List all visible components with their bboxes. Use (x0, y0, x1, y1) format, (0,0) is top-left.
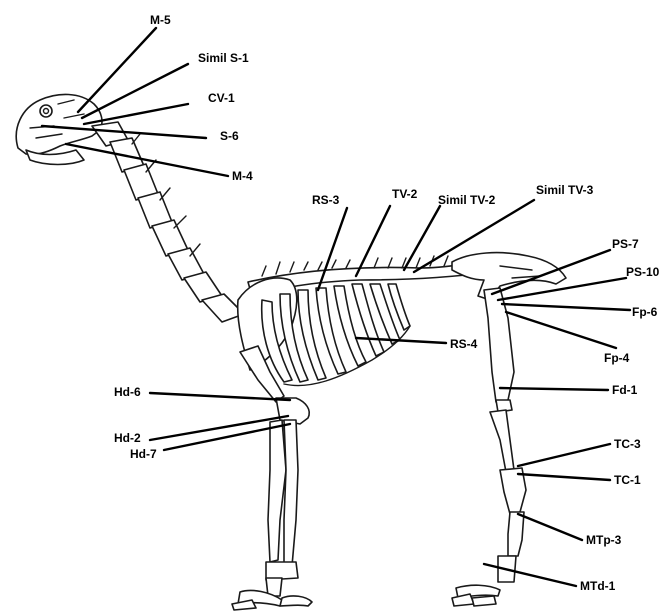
label-fd1: Fd-1 (612, 383, 638, 397)
label-mtd1: MTd-1 (580, 579, 616, 593)
leader-fd1 (500, 388, 608, 390)
leader-fp6 (502, 304, 630, 310)
label-m5: M-5 (150, 13, 171, 27)
label-hd7: Hd-7 (130, 447, 157, 461)
label-cv1: CV-1 (208, 91, 235, 105)
label-ps7: PS-7 (612, 237, 639, 251)
label-hd2: Hd-2 (114, 431, 141, 445)
label-tc3: TC-3 (614, 437, 641, 451)
leader-lines (42, 28, 630, 586)
skeleton-illustration (16, 94, 566, 610)
label-fp4: Fp-4 (604, 351, 630, 365)
label-ps10: PS-10 (626, 265, 660, 279)
label-tv2: TV-2 (392, 187, 418, 201)
leader-fp4 (506, 312, 616, 348)
label-s6: S-6 (220, 129, 239, 143)
label-mtp3: MTp-3 (586, 533, 622, 547)
pelvis (452, 253, 566, 300)
label-simil-tv3: Simil TV-3 (536, 183, 594, 197)
leader-mtp3 (518, 514, 582, 540)
rib-cage (262, 284, 410, 386)
label-m4: M-4 (232, 169, 253, 183)
label-hd6: Hd-6 (114, 385, 141, 399)
label-rs3: RS-3 (312, 193, 340, 207)
label-tc1: TC-1 (614, 473, 641, 487)
leader-tc1 (518, 474, 610, 480)
label-simil-tv2: Simil TV-2 (438, 193, 496, 207)
leader-tv2 (356, 206, 390, 276)
cervical-vertebrae (92, 122, 244, 322)
leader-tc3 (518, 444, 610, 466)
label-simil-s1: Simil S-1 (198, 51, 249, 65)
label-fp6: Fp-6 (632, 305, 658, 319)
label-rs4: RS-4 (450, 337, 478, 351)
rear-leg (452, 288, 526, 606)
